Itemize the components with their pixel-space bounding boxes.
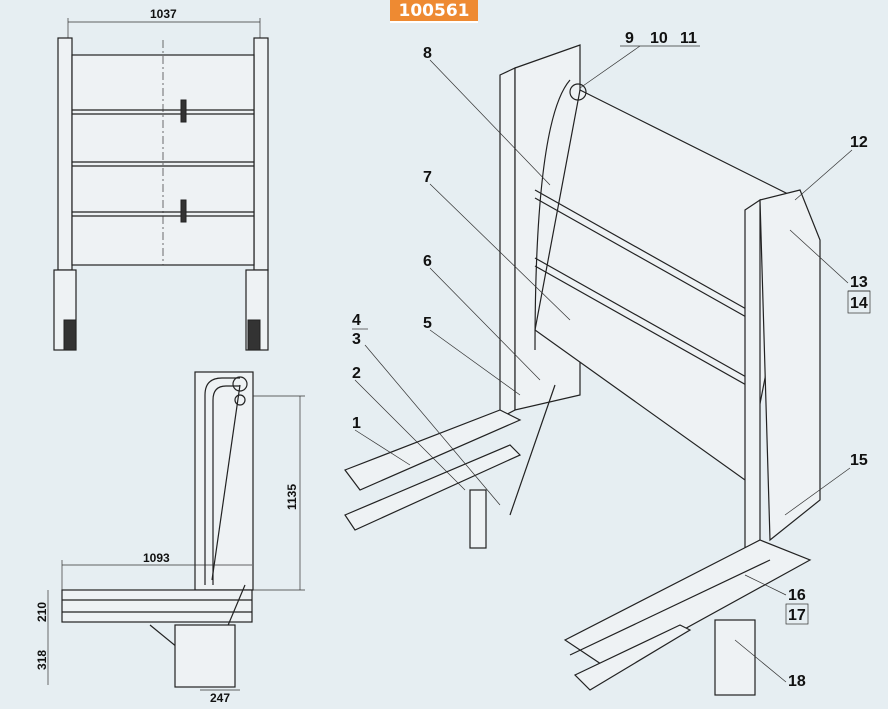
callout-2: 2 xyxy=(352,365,361,382)
side-view: 1135 1093 210 318 247 xyxy=(35,371,305,705)
dim-base: 210 xyxy=(35,602,49,622)
article-number-badge: 100561 xyxy=(390,0,478,23)
callout-8: 8 xyxy=(423,45,432,62)
callout-9: 9 xyxy=(625,30,634,47)
callout-15: 15 xyxy=(850,452,868,469)
callout-13: 13 xyxy=(850,274,868,291)
callout-16: 16 xyxy=(788,587,806,604)
callout-5: 5 xyxy=(423,315,432,332)
callout-14: 14 xyxy=(850,295,868,312)
dim-lower: 318 xyxy=(35,650,49,670)
callout-7: 7 xyxy=(423,169,432,186)
callout-12: 12 xyxy=(850,134,868,151)
front-view: 1037 xyxy=(53,7,269,351)
callout-4: 4 xyxy=(352,312,361,329)
callout-17: 17 xyxy=(788,607,806,624)
dim-offset: 247 xyxy=(210,691,230,705)
callout-18: 18 xyxy=(788,673,806,690)
callouts: 1 2 3 4 5 6 7 8 9 10 11 12 13 14 15 16 1… xyxy=(352,30,871,690)
dim-depth: 1093 xyxy=(143,551,170,565)
isometric-view xyxy=(344,44,821,696)
callout-6: 6 xyxy=(423,253,432,270)
callout-1: 1 xyxy=(352,415,361,432)
callout-11: 11 xyxy=(680,30,697,47)
dim-width: 1037 xyxy=(150,7,177,21)
callout-3: 3 xyxy=(352,331,361,348)
callout-10: 10 xyxy=(650,30,668,47)
dim-height: 1135 xyxy=(285,484,299,510)
